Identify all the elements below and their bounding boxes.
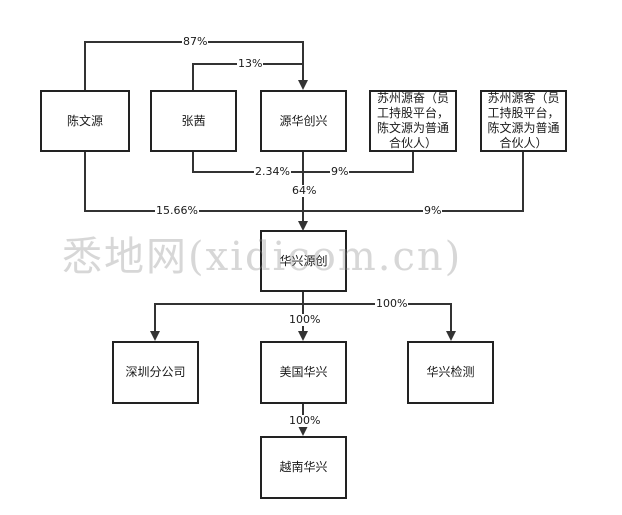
node-yuanhua-chuangxing-label: 源华创兴 xyxy=(279,113,328,128)
node-suzhou-yuanke-label: 苏州源客（员工持股平台，陈文源为普通合伙人） xyxy=(487,91,560,150)
edge-huaxing-to-testing xyxy=(303,303,456,341)
node-suzhou-yuanke: 苏州源客（员工持股平台，陈文源为普通合伙人） xyxy=(480,90,567,152)
edge-label-zhang-to-yuanhua: 13% xyxy=(237,57,264,70)
node-vietnam-huaxing-label: 越南华兴 xyxy=(279,460,328,474)
edge-label-usa-to-vietnam: 100% xyxy=(288,414,322,427)
node-huaxing-yuanchuang-label: 华兴源创 xyxy=(279,253,328,268)
node-vietnam-huaxing: 越南华兴 xyxy=(260,436,347,499)
edge-label-chen-to-huaxing: 15.66% xyxy=(155,204,199,217)
node-shenzhen-branch: 深圳分公司 xyxy=(112,341,199,404)
node-shenzhen-branch-label: 深圳分公司 xyxy=(125,365,186,379)
node-huaxing-testing: 华兴检测 xyxy=(407,341,494,404)
node-usa-huaxing: 美国华兴 xyxy=(260,341,347,404)
edge-label-yuanfen-to-huaxing: 9% xyxy=(330,165,350,178)
node-suzhou-yuanfen-label: 苏州源奋（员工持股平台，陈文源为普通合伙人） xyxy=(376,91,449,150)
edge-zhang-to-yuanhua xyxy=(192,63,303,90)
edge-yuanfen-to-huaxing xyxy=(303,152,414,173)
edge-label-yuanhua-to-huaxing: 64% xyxy=(291,184,318,197)
node-chen-wenyuan-label: 陈文源 xyxy=(66,113,103,128)
node-zhang-qian: 张茜 xyxy=(150,90,237,152)
node-huaxing-yuanchuang: 华兴源创 xyxy=(260,230,347,292)
edge-label-huaxing-to-shenzhen-testing: 100% xyxy=(375,297,409,310)
node-chen-wenyuan: 陈文源 xyxy=(40,90,130,152)
edge-label-chen-to-yuanhua: 87% xyxy=(182,35,209,48)
node-huaxing-testing-label: 华兴检测 xyxy=(426,365,475,379)
node-usa-huaxing-label: 美国华兴 xyxy=(279,365,328,379)
edge-chen-to-huaxing xyxy=(84,152,303,212)
edge-label-zhang-to-huaxing: 2.34% xyxy=(254,165,291,178)
edge-yuanke-to-huaxing xyxy=(303,152,524,212)
edge-label-yuanke-to-huaxing: 9% xyxy=(423,204,443,217)
node-yuanhua-chuangxing: 源华创兴 xyxy=(260,90,347,152)
node-suzhou-yuanfen: 苏州源奋（员工持股平台，陈文源为普通合伙人） xyxy=(369,90,457,152)
node-zhang-qian-label: 张茜 xyxy=(181,113,206,128)
edge-label-huaxing-to-usa: 100% xyxy=(288,313,322,326)
edge-huaxing-to-shenzhen xyxy=(150,303,303,341)
